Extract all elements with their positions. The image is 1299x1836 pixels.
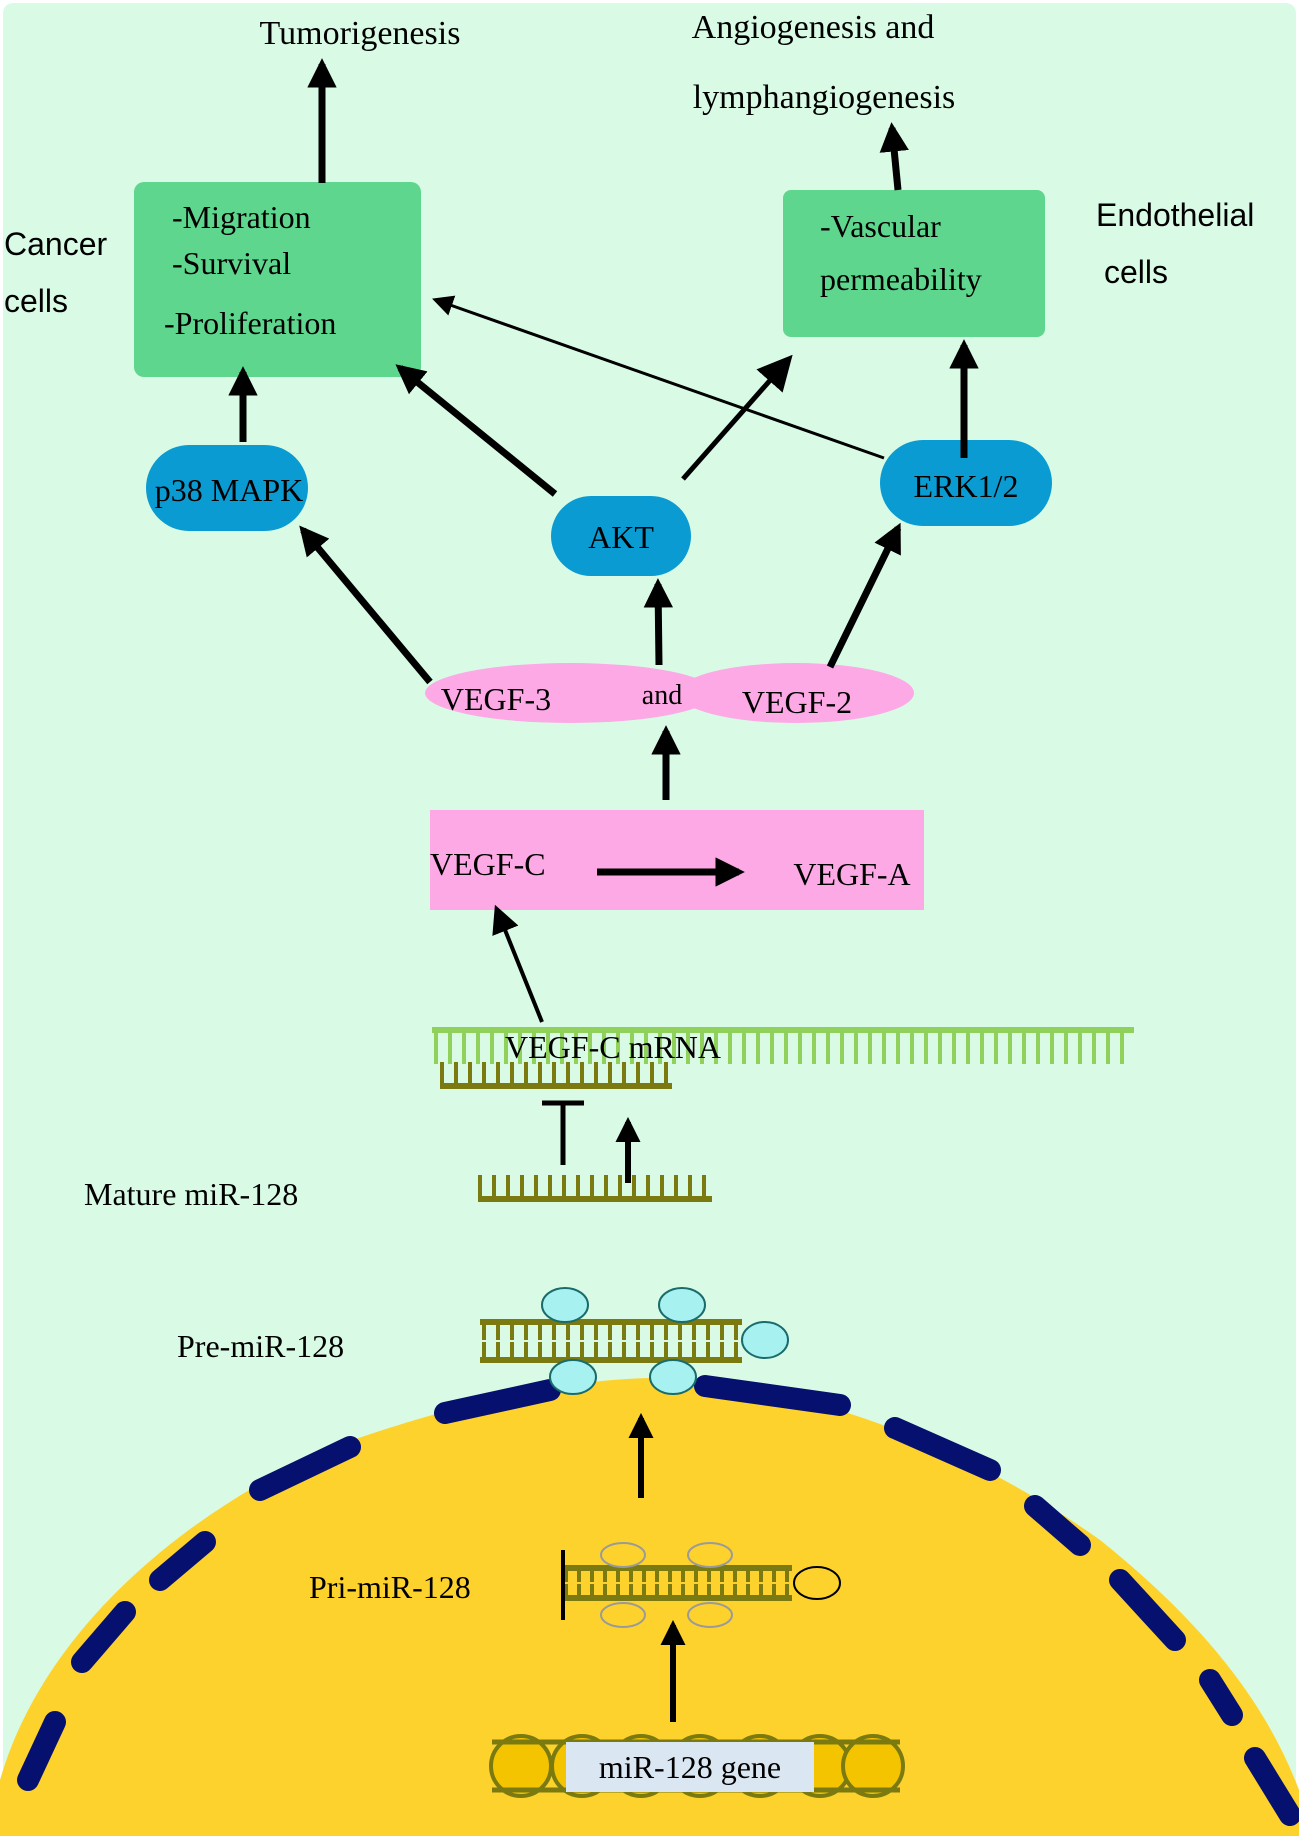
protein-ellipse xyxy=(600,1542,646,1568)
cancer-response-proliferation: -Proliferation xyxy=(164,305,336,341)
pre-mirna-bottom-strand xyxy=(480,1342,742,1363)
pri-mir128-complex xyxy=(561,1542,841,1628)
pre-mir128-complex xyxy=(480,1287,789,1395)
akt-node xyxy=(551,496,691,576)
arrow-akt-to-cancer-response xyxy=(395,364,558,497)
arrow-erk-to-cancer-response xyxy=(432,295,885,460)
pri-mir128-label: Pri-miR-128 xyxy=(309,1569,471,1605)
endothelial-cells-label-line1: Endothelial xyxy=(1096,197,1254,233)
pri-mirna-loop xyxy=(793,1566,841,1600)
envelope-pore-segment xyxy=(149,1531,216,1591)
receptor-connector-and: and xyxy=(642,680,682,711)
pri-mirna-bottom-strand xyxy=(562,1584,792,1601)
vegf-ligand-box xyxy=(430,810,924,910)
pre-mir128-label: Pre-miR-128 xyxy=(177,1328,344,1364)
vegf2-label: VEGF-2 xyxy=(742,684,852,720)
protein-ellipse xyxy=(741,1321,789,1359)
vegf-c-mrna-strand xyxy=(432,1027,1134,1064)
erk12-node xyxy=(880,440,1052,526)
outcome-angiogenesis-line1: Angiogenesis and xyxy=(692,9,935,46)
mature-mir128-label: Mature miR-128 xyxy=(84,1176,298,1212)
protein-ellipse xyxy=(649,1359,697,1395)
envelope-pore-segment xyxy=(1244,1747,1299,1826)
envelope-pore-segment xyxy=(884,1417,1001,1481)
envelope-pore-segment xyxy=(71,1601,136,1673)
mir128-gene-label: miR-128 gene xyxy=(599,1749,781,1785)
vegf-c-mrna-label: VEGF-C mRNA xyxy=(505,1029,721,1065)
inhibition-symbol xyxy=(542,1100,584,1165)
endothelial-response-box xyxy=(783,190,1045,337)
arrow-vegf3-to-p38 xyxy=(299,525,433,685)
protein-ellipse xyxy=(600,1602,646,1628)
protein-ellipse xyxy=(549,1359,597,1395)
protein-ellipse xyxy=(687,1602,733,1628)
endothelial-response-vascular: -Vascular xyxy=(820,208,941,244)
gene-label-box xyxy=(566,1742,814,1792)
cancer-cells-label-line1: Cancer xyxy=(4,226,108,262)
vegf-c-label: VEGF-C xyxy=(430,846,546,882)
pre-mirna-top-strand xyxy=(480,1319,742,1340)
arrow-to-angiogenesis xyxy=(879,122,909,191)
p38-mapk-node xyxy=(146,445,308,531)
envelope-pore-segment xyxy=(17,1711,66,1791)
cancer-response-migration: -Migration xyxy=(172,199,311,235)
mirna-bound-to-mrna xyxy=(440,1062,672,1089)
nucleosome-bead xyxy=(489,1734,553,1798)
arrow-mrna-to-vegf-c xyxy=(492,904,544,1023)
nucleus xyxy=(0,1378,1299,1836)
erk12-label: ERK1/2 xyxy=(914,468,1019,504)
envelope-pore-segment xyxy=(1199,1669,1243,1726)
endothelial-response-permeability: permeability xyxy=(820,261,982,297)
vegf3-label: VEGF-3 xyxy=(441,681,551,717)
cancer-response-survival: -Survival xyxy=(172,245,291,281)
outcome-tumorigenesis: Tumorigenesis xyxy=(260,15,461,52)
nuclear-envelope xyxy=(17,1375,1299,1826)
protein-ellipse xyxy=(658,1287,706,1323)
arrow-receptors-to-akt xyxy=(643,578,673,666)
cancer-response-box xyxy=(134,182,421,377)
p38-mapk-label: p38 MAPK xyxy=(155,472,303,508)
pri-mirna-top-strand xyxy=(562,1565,792,1582)
pre-mirna-proteins xyxy=(541,1287,789,1395)
envelope-pore-segment xyxy=(1109,1569,1186,1651)
outcome-angiogenesis-line2: lymphangiogenesis xyxy=(693,79,956,116)
vegf2-receptor xyxy=(678,663,914,723)
envelope-pore-segment xyxy=(694,1375,851,1416)
arrow-vegf2-to-erk xyxy=(826,522,902,669)
vegf-a-label: VEGF-A xyxy=(793,856,910,892)
signaling-arrows xyxy=(228,58,979,887)
akt-label: AKT xyxy=(588,519,654,555)
envelope-pore-segment xyxy=(1024,1495,1091,1556)
protein-ellipse xyxy=(541,1287,589,1323)
endothelial-cells-label-line2: cells xyxy=(1104,254,1168,290)
mature-mir128-strand xyxy=(478,1175,712,1202)
vegf3-receptor xyxy=(425,663,715,723)
envelope-pore-segment xyxy=(434,1379,561,1424)
protein-ellipse xyxy=(687,1542,733,1568)
cancer-cells-label-line2: cells xyxy=(4,283,68,319)
nucleosome-bead xyxy=(841,1734,905,1798)
arrow-akt-to-endothelial-response xyxy=(681,354,793,481)
mir128-gene-dna: miR-128 gene xyxy=(489,1734,905,1798)
pri-mirna-proteins xyxy=(600,1542,733,1628)
envelope-pore-segment xyxy=(249,1436,361,1501)
